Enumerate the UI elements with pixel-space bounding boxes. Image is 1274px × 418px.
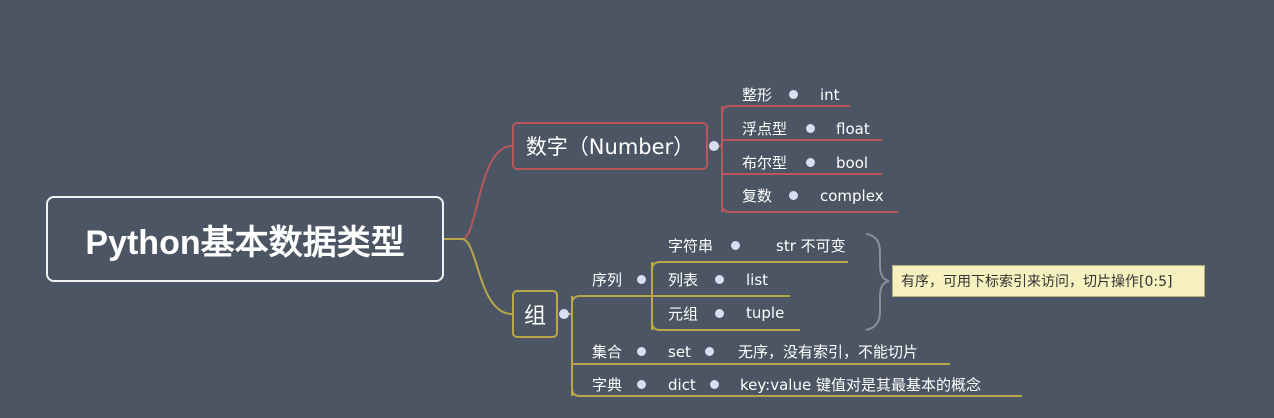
set-desc: 无序，没有索引，不能切片 bbox=[738, 343, 919, 361]
bool-label: 布尔型 bbox=[742, 154, 788, 172]
connector-complex bbox=[721, 203, 898, 213]
dict-value: dict bbox=[668, 376, 696, 394]
float-value: float bbox=[836, 120, 870, 138]
tuple-label: 元组 bbox=[668, 305, 699, 323]
connector-dict bbox=[571, 387, 1022, 397]
dict-label: 字典 bbox=[592, 376, 623, 394]
root-node[interactable]: Python基本数据类型 bbox=[46, 196, 444, 282]
int-label: 整形 bbox=[742, 86, 773, 104]
connector-root-group bbox=[444, 238, 513, 315]
connector-root-number bbox=[444, 145, 513, 240]
list-dot bbox=[715, 275, 724, 284]
list-value: list bbox=[746, 271, 769, 289]
connector-number-bracket bbox=[716, 106, 723, 212]
connector-sequence bbox=[571, 295, 652, 305]
bool-value: bool bbox=[836, 154, 869, 172]
number-node[interactable]: 数字（Number） bbox=[512, 122, 708, 170]
sequence-dot bbox=[637, 275, 646, 284]
connector-str bbox=[651, 261, 848, 271]
tuple-value: tuple bbox=[746, 304, 785, 322]
list-label: 列表 bbox=[668, 271, 699, 289]
connector-tuple bbox=[651, 321, 800, 331]
str-dot bbox=[731, 241, 740, 250]
float-label: 浮点型 bbox=[742, 120, 788, 138]
float-dot bbox=[806, 124, 815, 133]
group-node[interactable]: 组 bbox=[512, 290, 558, 338]
str-label: 字符串 bbox=[668, 237, 714, 255]
set-value: set bbox=[668, 343, 691, 361]
dict-dot bbox=[637, 380, 646, 389]
int-dot bbox=[789, 90, 798, 99]
number-node-dot bbox=[709, 141, 719, 151]
group-node-dot bbox=[559, 309, 569, 319]
int-value: int bbox=[820, 86, 840, 104]
complex-label: 复数 bbox=[742, 187, 773, 205]
sequence-label: 序列 bbox=[592, 271, 623, 289]
dict-value-dot bbox=[710, 380, 719, 389]
complex-dot bbox=[789, 191, 798, 200]
tuple-dot bbox=[715, 309, 724, 318]
bool-dot bbox=[806, 158, 815, 167]
sequence-brace bbox=[865, 233, 890, 331]
connector-int bbox=[721, 105, 850, 115]
str-value: str 不可变 bbox=[776, 237, 846, 255]
dict-desc: key:value 键值对是其最基本的概念 bbox=[740, 376, 981, 394]
set-value-dot bbox=[705, 347, 714, 356]
sequence-note: 有序，可用下标索引来访问，切片操作[0:5] bbox=[892, 265, 1205, 297]
complex-value: complex bbox=[820, 187, 884, 205]
set-label: 集合 bbox=[592, 343, 623, 361]
set-dot bbox=[637, 347, 646, 356]
